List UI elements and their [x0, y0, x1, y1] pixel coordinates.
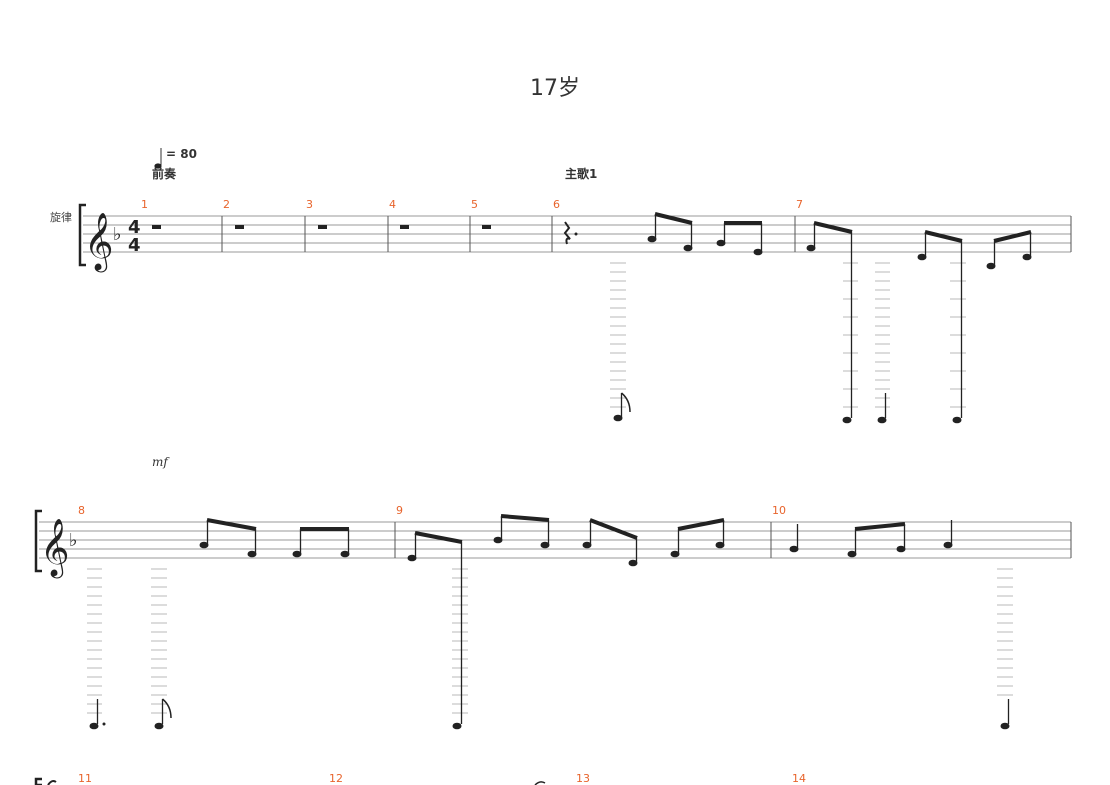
- beamed-eighths: [647, 212, 693, 252]
- system-2: 𝄞 ♭ 8 9 10: [34, 504, 1072, 730]
- system-bracket: [34, 777, 42, 785]
- system-3: 11 12 13 14: [34, 772, 806, 785]
- note-quarter: [943, 520, 953, 549]
- beamed-eighths-low: [806, 221, 858, 424]
- measure-number: 2: [223, 198, 230, 211]
- beamed-eighths: [716, 221, 763, 256]
- whole-rest: [400, 225, 409, 229]
- measure-number: 3: [306, 198, 313, 211]
- measure-number: 9: [396, 504, 403, 517]
- treble-clef-icon: [47, 780, 57, 785]
- measure-number: 10: [772, 504, 786, 517]
- tempo-marking: = 80: [154, 147, 197, 169]
- rest-dot: [574, 232, 578, 236]
- section-label-intro: 前奏: [152, 166, 177, 181]
- note-quarter: [789, 524, 799, 553]
- beamed-eighths: [582, 518, 638, 567]
- tempo-note-icon: [154, 163, 162, 169]
- tempo-text: = 80: [166, 147, 197, 161]
- note-low-eighth: [610, 262, 631, 422]
- section-label-verse1: 主歌1: [565, 166, 597, 181]
- beamed-eighths-low: [917, 230, 966, 424]
- whole-rest: [318, 225, 327, 229]
- treble-clef-icon: 𝄞: [40, 518, 70, 579]
- system-1: 𝄞 ♭ 4 4 1 2 3 4 5 6 7: [78, 198, 1072, 424]
- measure-number: 13: [576, 772, 590, 785]
- staff-lines: [39, 521, 1071, 559]
- note-low-dotted-quarter: [87, 568, 106, 730]
- beamed-eighths: [670, 518, 725, 558]
- flat-key-signature-icon: ♭: [113, 224, 122, 245]
- measure-number: 6: [553, 198, 560, 211]
- beamed-eighths: [292, 527, 350, 558]
- system-bracket: [34, 509, 42, 573]
- treble-clef-icon: 𝄞: [84, 212, 114, 273]
- measure-number: 5: [471, 198, 478, 211]
- score-title: 17岁: [530, 76, 580, 101]
- measure-number: 7: [796, 198, 803, 211]
- note-low-quarter: [997, 568, 1013, 730]
- time-signature-bottom: 4: [128, 235, 141, 256]
- measure-number: 12: [329, 772, 343, 785]
- measure-number: 14: [792, 772, 806, 785]
- dynamics-marking: mf: [152, 455, 170, 469]
- measure-number: 8: [78, 504, 85, 517]
- whole-rest: [235, 225, 244, 229]
- measure-number: 11: [78, 772, 92, 785]
- instrument-label: 旋律: [50, 210, 72, 224]
- slur: [534, 781, 546, 785]
- beamed-eighths-low: [407, 531, 468, 730]
- beamed-eighths: [199, 518, 257, 558]
- quarter-rest: [563, 221, 571, 245]
- note-low-quarter: [875, 262, 890, 424]
- whole-rest: [152, 225, 161, 229]
- measure-number: 4: [389, 198, 396, 211]
- time-signature-top: 4: [128, 217, 141, 238]
- note-low-eighth: [151, 568, 172, 730]
- beamed-eighths: [986, 230, 1032, 270]
- system-bracket: [78, 203, 86, 267]
- whole-rest: [482, 225, 491, 229]
- flat-key-signature-icon: ♭: [69, 530, 78, 551]
- beamed-eighths: [847, 522, 906, 558]
- beamed-eighths: [493, 514, 550, 549]
- measure-number: 1: [141, 198, 148, 211]
